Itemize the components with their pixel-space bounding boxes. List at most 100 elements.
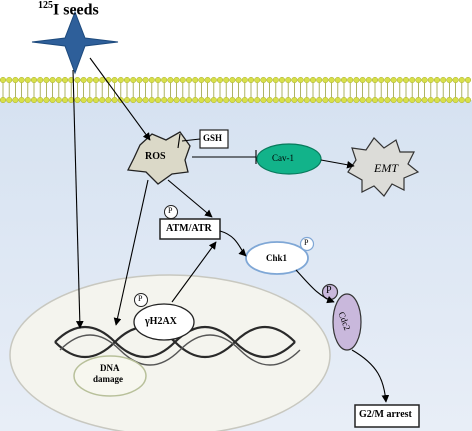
atm-atr-node	[159, 218, 221, 240]
cell-membrane	[0, 76, 472, 104]
lipid-head	[390, 76, 397, 84]
lipid-head	[415, 96, 422, 104]
lipid-head	[136, 76, 143, 84]
lipid-head	[322, 76, 329, 84]
lipid-head	[105, 96, 112, 104]
lipid-head	[446, 96, 453, 104]
lipid-head	[142, 96, 149, 104]
lipid-head	[185, 76, 193, 84]
lipid-head	[446, 76, 453, 84]
lipid-head	[452, 96, 459, 104]
lipid-head	[111, 76, 118, 84]
chk1-phospho-icon	[299, 236, 315, 252]
lipid-head	[415, 76, 422, 84]
lipid-head	[272, 76, 279, 84]
edge-ros-dna	[113, 179, 149, 326]
lipid-head	[291, 96, 298, 104]
lipid-head	[92, 76, 100, 84]
lipid-head	[464, 76, 472, 84]
edges	[72, 57, 390, 403]
chk1-node	[245, 241, 309, 275]
lipid-head	[223, 96, 230, 104]
lipid-head	[409, 96, 416, 104]
lipid-head	[12, 96, 19, 104]
lipid-head	[37, 76, 44, 84]
lipid-head	[241, 76, 248, 84]
chk1-phospho-label: P	[304, 238, 309, 247]
lipid-head	[266, 76, 273, 84]
lipid-head	[37, 96, 44, 104]
atm-phospho-label: P	[168, 206, 173, 215]
lipid-head	[427, 96, 434, 104]
edge-atm-chk1	[219, 230, 247, 257]
lipid-head	[74, 96, 81, 104]
lipid-head	[241, 96, 248, 104]
lipid-head	[80, 96, 87, 104]
lipid-head	[458, 76, 465, 84]
lipid-head	[18, 76, 25, 84]
lipid-head	[371, 76, 379, 84]
seed-star-icon	[31, 10, 119, 75]
lipid-head	[179, 96, 186, 104]
lipid-head	[390, 96, 397, 104]
lipid-head	[198, 76, 205, 84]
lipid-head	[173, 96, 180, 104]
seed-superscript: 125	[38, 0, 53, 11]
lipid-head	[68, 76, 75, 84]
emt-node	[347, 137, 420, 197]
lipid-head	[80, 76, 87, 84]
emt-label: EMT	[374, 161, 398, 175]
lipid-head	[123, 96, 131, 104]
lipid-head	[12, 76, 19, 84]
cdc2-node	[332, 293, 362, 351]
lipid-head	[396, 96, 403, 104]
lipid-head	[111, 96, 118, 104]
lipid-head	[0, 76, 7, 84]
lipid-head	[148, 96, 155, 104]
lipid-head	[167, 96, 174, 104]
lipid-head	[452, 76, 459, 84]
lipid-head	[136, 96, 143, 104]
lipid-head	[285, 96, 292, 104]
lipid-head	[278, 96, 286, 104]
lipid-head	[359, 76, 366, 84]
h2ax-phospho-label: P	[138, 294, 143, 303]
lipid-head	[61, 96, 69, 104]
lipid-head	[204, 96, 211, 104]
lipid-head	[24, 76, 31, 84]
lipid-head	[61, 76, 69, 84]
lipid-head	[154, 96, 162, 104]
ros-label: ROS	[145, 151, 166, 162]
edge-gsh-ros-bar	[177, 133, 181, 149]
lipid-head	[6, 96, 13, 104]
seed-text: I seeds	[53, 1, 99, 19]
lipid-head	[235, 76, 242, 84]
dna-damage-label-2: damage	[93, 374, 123, 384]
lipid-head	[278, 76, 286, 84]
lipid-head	[86, 76, 93, 84]
lipid-head	[123, 76, 131, 84]
lipid-head	[353, 96, 360, 104]
lipid-head	[316, 96, 323, 104]
edge-ros-atm	[167, 179, 213, 218]
edge-h2ax-atm	[171, 241, 217, 303]
lipid-head	[464, 96, 472, 104]
lipid-head	[347, 76, 354, 84]
lipid-head	[99, 76, 106, 84]
edge-cdc2-arrest	[351, 349, 390, 403]
lipid-head	[192, 96, 199, 104]
lipid-head	[185, 96, 193, 104]
arrest-label: G2/M arrest	[359, 409, 412, 420]
lipid-head	[254, 76, 261, 84]
lipid-head	[427, 76, 434, 84]
lipid-head	[49, 96, 56, 104]
lipid-head	[173, 76, 180, 84]
edge-seed-dna	[72, 69, 84, 329]
atm-atr-label: ATM/ATR	[166, 223, 212, 234]
lipid-head	[229, 96, 236, 104]
lipid-head	[68, 96, 75, 104]
lipid-head	[99, 96, 106, 104]
lipid-head	[210, 76, 217, 84]
lipid-head	[92, 96, 100, 104]
edge-seed-ros	[89, 57, 151, 141]
